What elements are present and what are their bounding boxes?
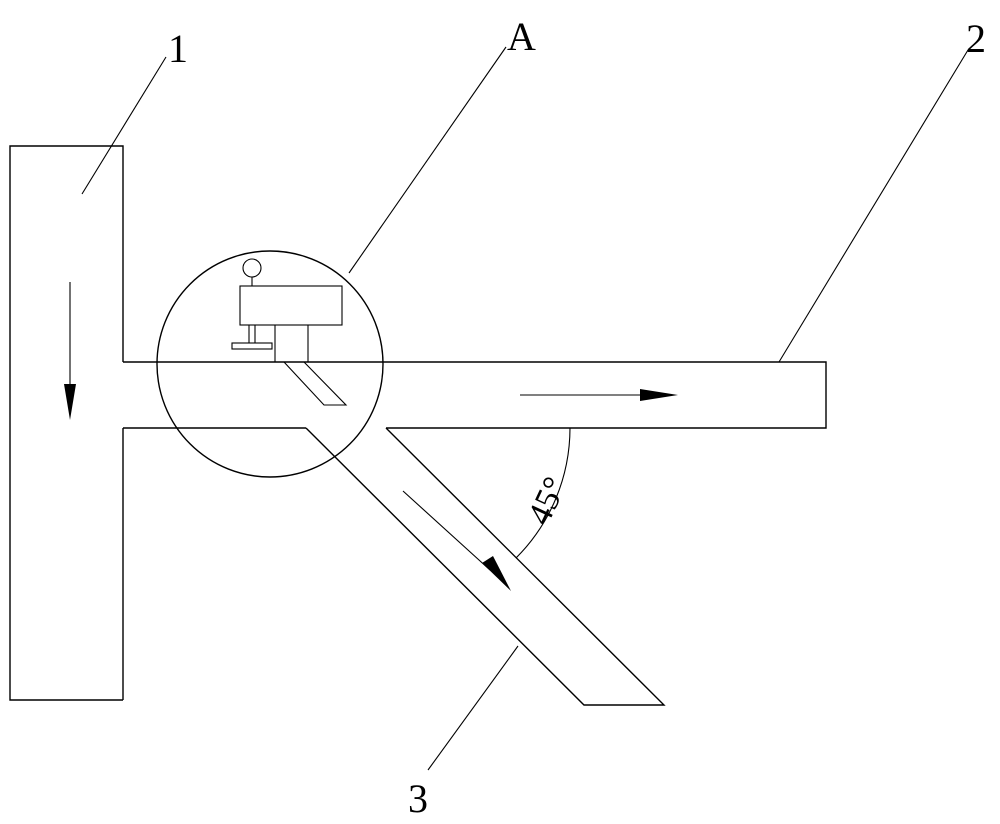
leader-line-2 [778, 49, 969, 363]
label-3: 3 [408, 776, 428, 821]
valve-handle [231, 342, 273, 350]
leader-line-1 [81, 56, 167, 195]
valve-knob [242, 258, 262, 278]
valve-housing [239, 285, 343, 326]
flow-arrow-right [520, 389, 678, 401]
label-a: A [507, 14, 536, 59]
vertical-pipe [9, 145, 124, 701]
gate-plate [283, 361, 348, 406]
leader-line-3 [427, 645, 519, 771]
detail-circle [156, 250, 384, 478]
label-1: 1 [168, 26, 188, 71]
horizontal-pipe [123, 361, 827, 429]
flow-arrow-down [64, 282, 76, 420]
flow-arrow-diagonal [402, 490, 511, 591]
angle-label: 45° [521, 472, 575, 531]
angle-arc [515, 427, 571, 559]
diagonal-pipe [305, 427, 666, 706]
leader-line-a [348, 46, 507, 274]
valve-mechanism [231, 258, 348, 406]
label-2: 2 [966, 16, 986, 61]
